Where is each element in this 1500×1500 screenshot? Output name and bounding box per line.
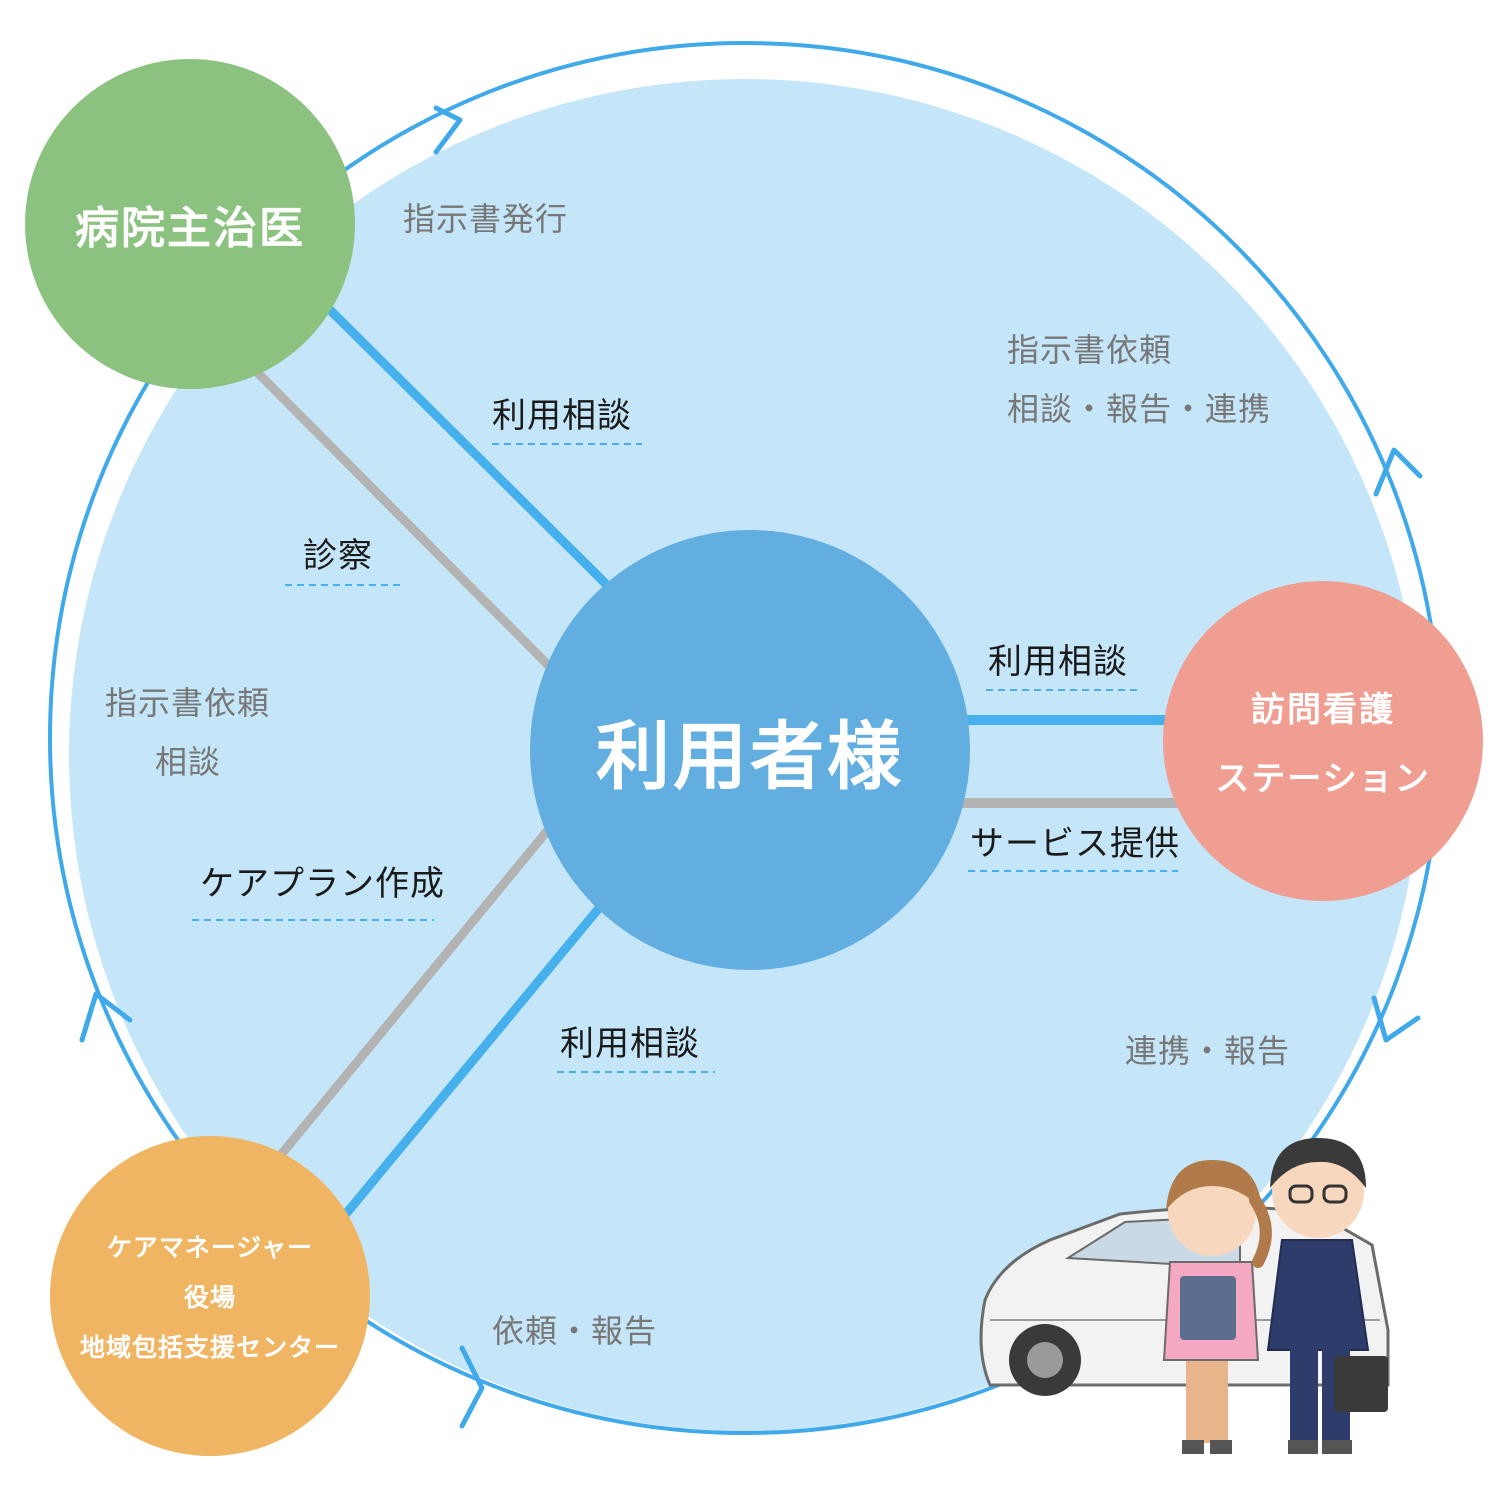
node-station: 訪問看護 ステーション: [1163, 581, 1483, 901]
node-doctor-circle: [25, 59, 355, 389]
flow-bottom-right: 連携・報告: [1125, 1032, 1291, 1070]
line-doctor-consult: [316, 296, 616, 594]
line-doctor-exam: [246, 361, 559, 676]
label-doctor-consult: 利用相談: [492, 396, 632, 436]
node-station-line2: ステーション: [1215, 759, 1431, 799]
node-center-circle: [530, 530, 970, 970]
flow-left-2: 相談: [155, 743, 222, 781]
flow-bottom: 依頼・報告: [492, 1312, 658, 1350]
node-doctor-label: 病院主治医: [75, 203, 305, 254]
node-station-line1: 訪問看護: [1251, 690, 1395, 730]
node-station-circle: [1163, 581, 1483, 901]
briefcase-icon: [1334, 1356, 1388, 1412]
label-service: サービス提供: [970, 824, 1180, 864]
flow-top-left: 指示書発行: [403, 200, 569, 238]
line-care-plan: [271, 822, 556, 1165]
node-center-label: 利用者様: [596, 713, 904, 800]
label-care-consult: 利用相談: [560, 1024, 700, 1064]
arrowhead-bottom-icon: [459, 1345, 485, 1429]
flow-top-right-1: 指示書依頼: [1007, 331, 1173, 369]
node-care: ケアマネージャー 役場 地域包括支援センター: [50, 1136, 370, 1456]
label-exam: 診察: [303, 536, 373, 576]
arrowhead-top-icon: [433, 105, 463, 155]
arrowhead-left-icon: [79, 991, 133, 1043]
flow-top-right-2: 相談・報告・連携: [1007, 390, 1272, 428]
node-care-line2: 役場: [183, 1283, 236, 1312]
line-care-consult: [341, 899, 608, 1218]
label-care-plan: ケアプラン作成: [200, 864, 445, 904]
node-care-line1: ケアマネージャー: [106, 1233, 314, 1262]
node-care-line3: 地域包括支援センター: [79, 1333, 340, 1362]
nurse-illustration: [1162, 1160, 1272, 1454]
label-station-consult: 利用相談: [988, 642, 1128, 682]
node-care-circle: [50, 1136, 370, 1456]
arrowhead-right-top-icon: [1373, 447, 1423, 497]
arrowhead-right-bottom-icon: [1371, 995, 1421, 1043]
male-nurse-illustration: [1266, 1138, 1388, 1454]
node-doctor: 病院主治医: [25, 59, 355, 389]
flow-left-1: 指示書依頼: [105, 684, 271, 722]
node-center: 利用者様: [530, 530, 970, 970]
